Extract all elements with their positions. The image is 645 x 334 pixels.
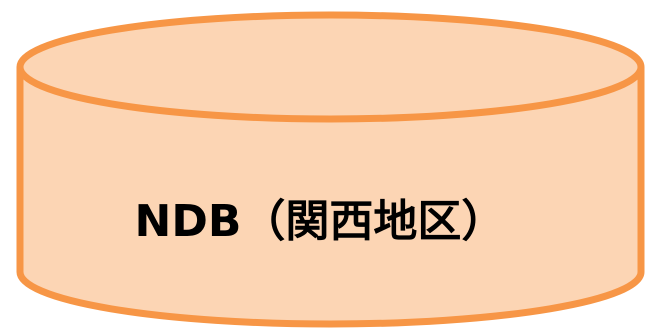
cylinder-top	[16, 11, 645, 123]
cylinder-outline	[16, 67, 645, 328]
cylinder-body	[20, 67, 642, 325]
cylinder-label: NDB（関西地区）	[135, 196, 506, 247]
database-cylinder: NDB（関西地区）	[16, 11, 645, 328]
